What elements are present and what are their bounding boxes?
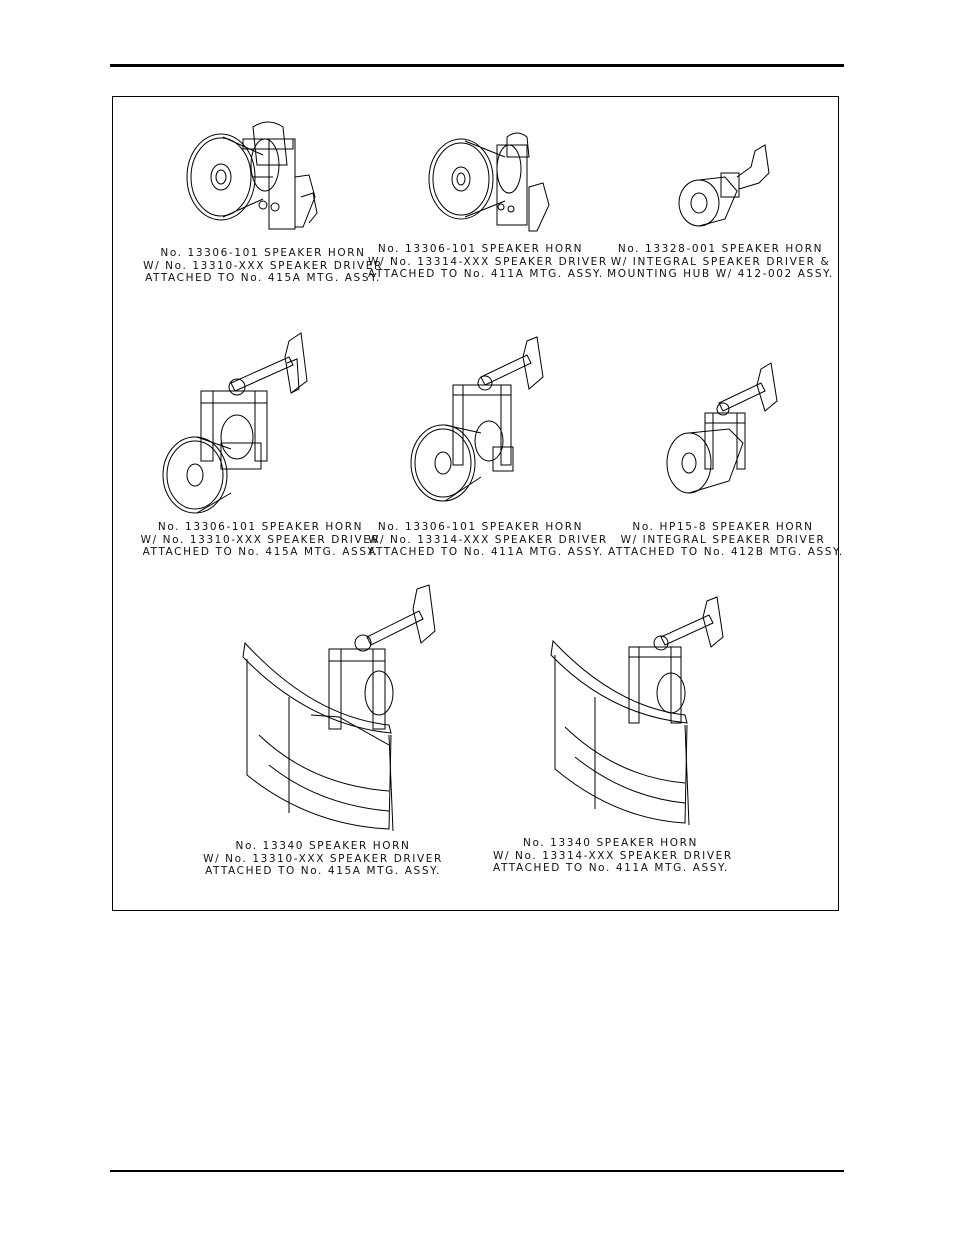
caption-line: W/ No. 13314-XXX SPEAKER DRIVER	[368, 533, 608, 546]
caption-5: No. 13306-101 SPEAKER HORN W/ No. 13314-…	[368, 521, 608, 559]
caption-line: W/ INTEGRAL SPEAKER DRIVER	[620, 533, 826, 546]
caption-line: No. 13306-101 SPEAKER HORN	[377, 243, 584, 255]
header-rule	[110, 64, 844, 67]
horn-drawing-2	[425, 127, 575, 237]
figure-frame: No. 13306-101 SPEAKER HORN W/ No. 13310-…	[112, 96, 844, 911]
horn-drawing-7	[239, 585, 439, 830]
horn-drawing-4	[161, 333, 311, 513]
horn-415a-arm-drawing	[161, 333, 311, 513]
caption-line: ATTACHED TO No. 411A MTG. ASSY.	[493, 862, 729, 874]
footer-rule	[110, 1170, 844, 1172]
horn-drawing-8	[545, 597, 730, 827]
horn-411a-arm-drawing	[409, 337, 549, 507]
caption-line: No. 13340 SPEAKER HORN	[523, 837, 698, 849]
caption-1: No. 13306-101 SPEAKER HORN W/ No. 13310-…	[133, 247, 393, 285]
caption-line: No. 13340 SPEAKER HORN	[235, 840, 411, 852]
caption-8: No. 13340 SPEAKER HORN W/ No. 13314-XXX …	[493, 837, 733, 875]
caption-line: No. HP15-8 SPEAKER HORN	[632, 521, 814, 533]
caption-4: No. 13306-101 SPEAKER HORN W/ No. 13310-…	[128, 521, 393, 559]
horn-13340-411a-drawing	[545, 597, 730, 827]
caption-line: ATTACHED TO No. 415A MTG. ASSY.	[145, 272, 381, 284]
caption-line: ATTACHED TO No. 411A MTG. ASSY.	[368, 268, 604, 280]
horn-drawing-5	[409, 337, 549, 507]
caption-line: No. 13306-101 SPEAKER HORN	[377, 521, 584, 533]
caption-line: W/ No. 13310-XXX SPEAKER DRIVER	[143, 259, 383, 272]
caption-line: No. 13306-101 SPEAKER HORN	[157, 521, 364, 533]
caption-line: ATTACHED TO No. 411A MTG. ASSY.	[368, 546, 604, 558]
horn-411a-drawing	[425, 127, 575, 237]
caption-7: No. 13340 SPEAKER HORN W/ No. 13310-XXX …	[203, 840, 443, 878]
caption-line: W/ No. 13310-XXX SPEAKER DRIVER	[140, 533, 381, 546]
caption-3: No. 13328-001 SPEAKER HORN W/ INTEGRAL S…	[603, 243, 838, 281]
caption-line: ATTACHED TO No. 412B MTG. ASSY.	[608, 546, 844, 558]
caption-line: MOUNTING HUB W/ 412-002 ASSY.	[607, 268, 834, 280]
horn-415a-drawing	[183, 117, 363, 227]
caption-2: No. 13306-101 SPEAKER HORN W/ No. 13314-…	[368, 243, 608, 281]
horn-drawing-1	[183, 117, 363, 227]
horn-drawing-6	[665, 363, 785, 503]
caption-line: No. 13328-001 SPEAKER HORN	[617, 243, 824, 255]
caption-line: ATTACHED TO No. 415A MTG. ASSY.	[142, 546, 379, 558]
caption-line: ATTACHED TO No. 415A MTG. ASSY.	[205, 865, 441, 877]
horn-13328-drawing	[673, 137, 793, 237]
horn-13340-415a-drawing	[239, 585, 439, 830]
caption-line: W/ No. 13310-XXX SPEAKER DRIVER	[203, 852, 443, 865]
horn-hp15-drawing	[665, 363, 785, 503]
caption-line: W/ No. 13314-XXX SPEAKER DRIVER	[493, 849, 733, 862]
caption-line: W/ No. 13314-XXX SPEAKER DRIVER	[368, 255, 608, 268]
caption-line: W/ INTEGRAL SPEAKER DRIVER &	[610, 255, 831, 268]
horn-drawing-3	[673, 137, 793, 237]
caption-6: No. HP15-8 SPEAKER HORN W/ INTEGRAL SPEA…	[608, 521, 844, 559]
caption-line: No. 13306-101 SPEAKER HORN	[160, 247, 366, 259]
